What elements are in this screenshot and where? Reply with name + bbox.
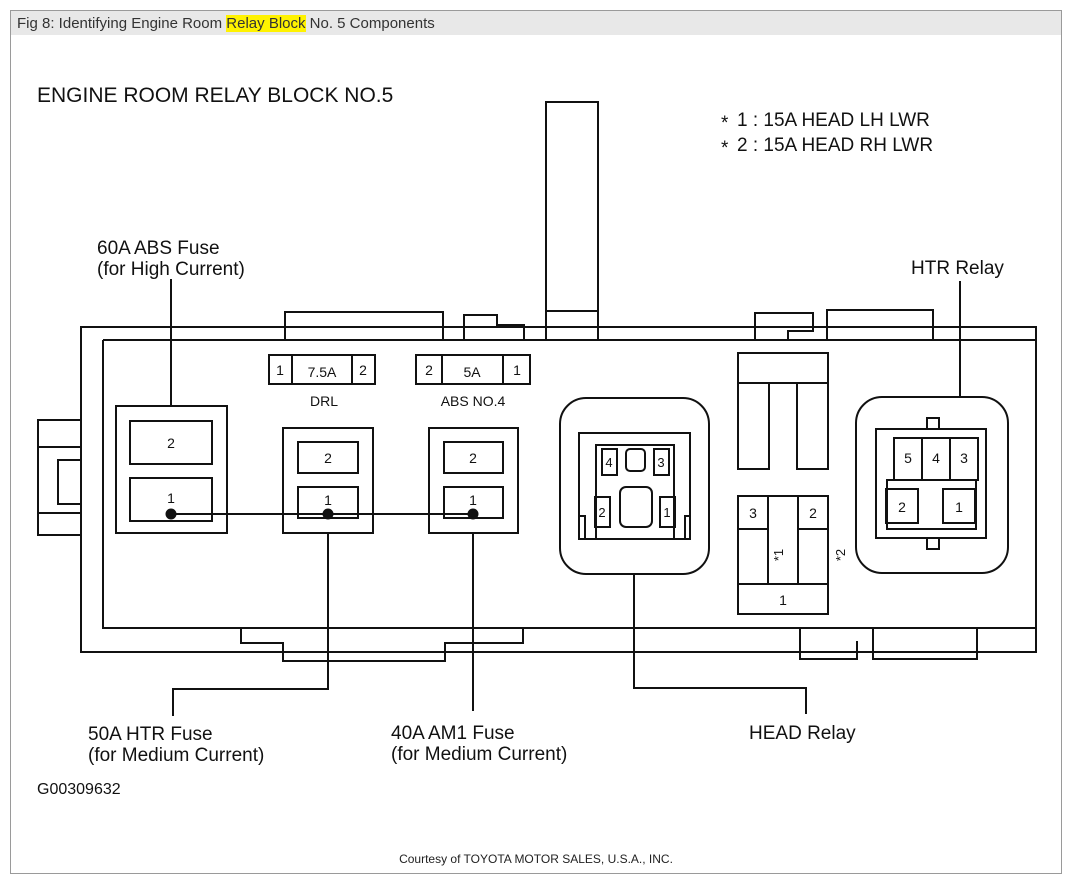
head-relay-center: [619, 486, 653, 528]
bus-node-1: [165, 508, 177, 520]
callout-40a-am1-line2: (for Medium Current): [391, 744, 567, 765]
callout-40a-am1-line1: 40A AM1 Fuse: [391, 723, 515, 744]
note-2-text: 2 : 15A HEAD RH LWR: [737, 135, 933, 156]
htr-relay-pin-5-label: 5: [904, 450, 912, 466]
head-relay-pin-2-label: 2: [598, 505, 605, 520]
note-1-text: 1 : 15A HEAD LH LWR: [737, 110, 930, 131]
note-1-mark: *: [721, 113, 729, 134]
callout-head-relay: HEAD Relay: [749, 723, 856, 744]
fuse-drl-left-pin: 1: [276, 362, 284, 378]
head-relay-pin-4-label: 4: [605, 455, 612, 470]
fuse-drl-label: DRL: [310, 393, 338, 409]
htr-relay-tab-top: [926, 417, 940, 430]
caption-prefix: Fig 8: Identifying Engine Room: [17, 15, 227, 32]
left-side-connector: [37, 419, 81, 536]
fuse-abs-no4-left-pin: 2: [425, 362, 433, 378]
fuse-60a-abs-pin-2-label: 2: [167, 435, 175, 451]
fuse-60a-abs-pin-2: [129, 420, 213, 465]
leader-head-relay: [633, 574, 807, 714]
htr-relay-pin-2-label: 2: [898, 499, 906, 515]
htr-relay-pin-3-label: 3: [960, 450, 968, 466]
htr-relay-pin-1-label: 1: [955, 499, 963, 515]
leader-50a-htr: [172, 533, 329, 716]
caption-highlight: Relay Block: [226, 15, 306, 32]
top-bump-right1: [754, 312, 814, 340]
head-relay-pin-3-label: 3: [657, 455, 664, 470]
figure-frame: Fig 8: Identifying Engine Room Relay Blo…: [10, 10, 1062, 874]
fuse-abs-no4-rating: 5A: [463, 364, 481, 380]
htr-relay-pin-2: [885, 488, 919, 524]
figure-id: G00309632: [37, 781, 121, 798]
lower-fuse-mark-1: *1: [771, 549, 786, 561]
bus-node-2: [322, 508, 334, 520]
htr-relay: [855, 396, 1009, 574]
lower-fuse-slot: [737, 495, 829, 615]
fuse-drl-right-pin: 2: [359, 362, 367, 378]
fuse-50a-htr-pin-1-label: 1: [324, 492, 332, 508]
fuse-abs-no4: [415, 354, 531, 385]
body-inner-outline: [102, 339, 1036, 629]
lower-fuse-pin-2: 2: [809, 505, 817, 521]
fuse-abs-no4-label: ABS NO.4: [441, 393, 506, 409]
head-relay-pin-2: [594, 496, 611, 528]
callout-50a-htr-line2: (for Medium Current): [88, 745, 264, 766]
fuse-drl: [268, 354, 376, 385]
upper-fuse-slot: [737, 352, 829, 470]
top-bump-right2: [826, 309, 934, 340]
bottom-bump-right1: [799, 628, 858, 660]
bottom-bump-left: [240, 628, 524, 662]
fuse-40a-am1-pin-2: [443, 441, 504, 474]
courtesy-note: Courtesy of TOYOTA MOTOR SALES, U.S.A., …: [399, 852, 673, 866]
head-relay-pin-3: [653, 448, 670, 476]
fuse-60a-abs-pin-1: [129, 477, 213, 522]
top-connector-tab: [545, 101, 599, 341]
htr-relay-pin-1: [942, 488, 976, 524]
lower-fuse-mark-2: *2: [833, 549, 848, 561]
lower-fuse-pin-3: 3: [749, 505, 757, 521]
htr-relay-tab-bottom: [926, 537, 940, 550]
fuse-50a-htr-pin-2: [297, 441, 359, 474]
left-side-connector-slot: [57, 459, 82, 505]
fuse-drl-rating: 7.5A: [308, 364, 337, 380]
callout-60a-abs-line2: (for High Current): [97, 259, 245, 280]
head-relay-pin-1-label: 1: [663, 505, 670, 520]
notes: * 1 : 15A HEAD LH LWR * 2 : 15A HEAD RH …: [721, 110, 933, 159]
callout-60a-abs-line1: 60A ABS Fuse: [97, 238, 220, 259]
htr-relay-pin-4-label: 4: [932, 450, 940, 466]
lower-fuse-pin-1: 1: [779, 592, 787, 608]
fuse-50a-htr-pin-2-label: 2: [324, 450, 332, 466]
caption-suffix: No. 5 Components: [305, 15, 435, 32]
fuse-60a-abs-pin-1-label: 1: [167, 490, 175, 506]
figure-caption: Fig 8: Identifying Engine Room Relay Blo…: [11, 11, 1061, 35]
callout-50a-htr-line1: 50A HTR Fuse: [88, 724, 213, 745]
head-relay-pin-1: [659, 496, 676, 528]
relay-block-diagram: ENGINE ROOM RELAY BLOCK NO.5 * 1 : 15A H…: [37, 84, 1037, 798]
htr-relay-socket: [875, 428, 987, 539]
fuse-40a-am1-pin-1-label: 1: [469, 492, 477, 508]
head-relay-pin-4: [601, 448, 618, 476]
bus-node-3: [467, 508, 479, 520]
fuse-40a-am1-pin-2-label: 2: [469, 450, 477, 466]
fuse-abs-no4-right-pin: 1: [513, 362, 521, 378]
head-relay-center-top: [625, 448, 646, 472]
note-2-mark: *: [721, 138, 729, 159]
callout-htr-relay: HTR Relay: [911, 258, 1004, 279]
diagram-title: ENGINE ROOM RELAY BLOCK NO.5: [37, 84, 393, 107]
bottom-bump-right2: [872, 628, 978, 660]
